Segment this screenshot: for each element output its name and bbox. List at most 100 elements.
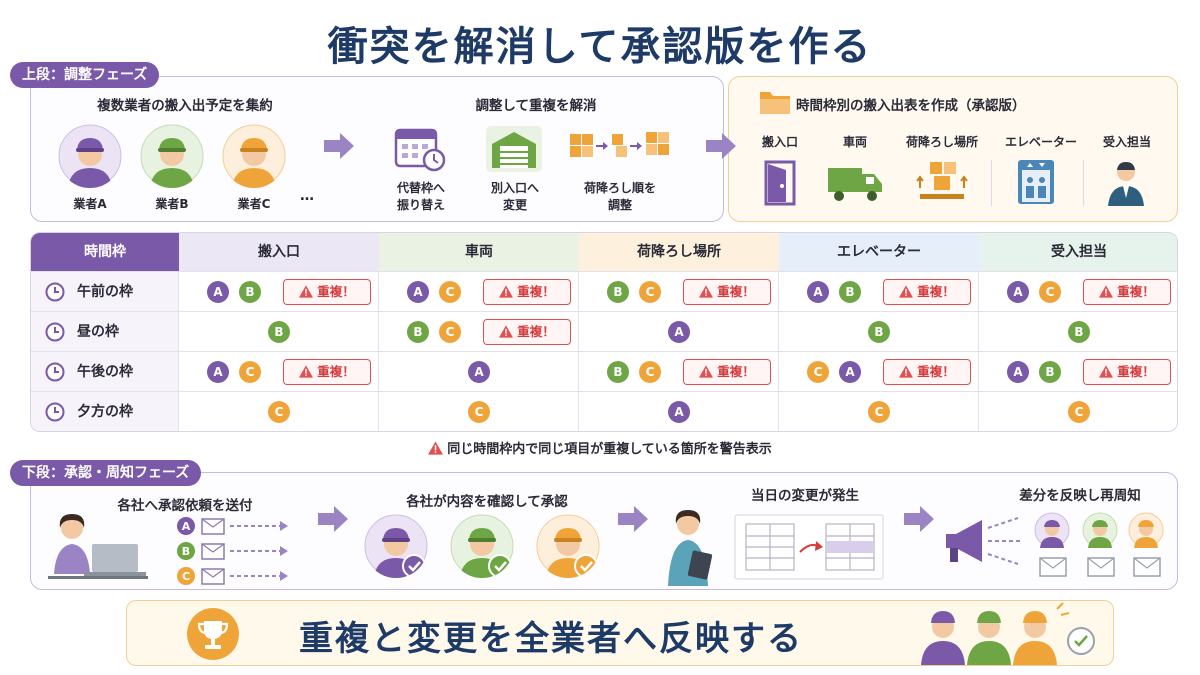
vendor-b-approved-avatar bbox=[450, 514, 514, 578]
flow-arrow-icon bbox=[318, 506, 348, 532]
warning-triangle-icon bbox=[499, 325, 514, 338]
vendor-badge: C bbox=[268, 401, 290, 423]
vendor-b-avatar bbox=[140, 124, 204, 188]
warning-triangle-icon bbox=[428, 441, 444, 455]
worker-green-icon bbox=[140, 124, 204, 188]
vendor-badge: C bbox=[639, 281, 661, 303]
output-item-elevator-label: エレベーター bbox=[1004, 135, 1077, 149]
duplicate-warning-badge: 重複！ bbox=[883, 279, 971, 305]
step-change-title: 当日の変更が発生 bbox=[751, 488, 859, 504]
calendar-clock-icon bbox=[392, 124, 448, 174]
warning-triangle-icon bbox=[1099, 365, 1114, 378]
table-cell: B bbox=[979, 312, 1177, 352]
table-cell: C bbox=[979, 392, 1177, 431]
duplicate-warning-badge: 重複！ bbox=[483, 279, 571, 305]
output-divider bbox=[1083, 160, 1084, 206]
megaphone-icon bbox=[942, 514, 1026, 570]
warning-note: 同じ時間枠内で同じ項目が重複している箇所を警告表示 bbox=[0, 438, 1200, 457]
vendor-a-small-icon bbox=[1034, 512, 1070, 548]
boxes-reorder-icon bbox=[568, 128, 672, 168]
vendor-badge: B bbox=[607, 281, 629, 303]
clock-icon bbox=[45, 282, 65, 302]
vendor-c-label: 業者C bbox=[237, 197, 271, 211]
vendor-c-small-icon bbox=[1128, 512, 1164, 548]
duplicate-warning-badge: 重複！ bbox=[683, 279, 771, 305]
warning-triangle-icon bbox=[299, 365, 314, 378]
envelope-icon bbox=[1038, 556, 1166, 578]
adjust-title: 調整して重複を解消 bbox=[475, 98, 597, 114]
table-cell: C bbox=[779, 392, 979, 431]
banner-message: 重複と変更を全業者へ反映する bbox=[299, 619, 803, 659]
warning-triangle-icon bbox=[699, 285, 714, 298]
vendor-b-small-icon bbox=[1082, 512, 1118, 548]
table-cell: A bbox=[579, 312, 779, 352]
vendor-badge: A bbox=[668, 321, 690, 343]
time-slot-label: 夕方の枠 bbox=[31, 392, 179, 431]
flow-arrow-icon bbox=[618, 506, 648, 532]
vendor-a-label: 業者A bbox=[73, 197, 107, 211]
warning-triangle-icon bbox=[1099, 285, 1114, 298]
vendor-badge: A bbox=[207, 361, 229, 383]
duplicate-warning-badge: 重複！ bbox=[683, 359, 771, 385]
vendor-badge: A bbox=[207, 281, 229, 303]
warehouse-gate-icon bbox=[484, 124, 544, 174]
vendor-badge: B bbox=[239, 281, 261, 303]
vendor-badge: A bbox=[407, 281, 429, 303]
step-send-request-title: 各社へ承認依頼を送付 bbox=[117, 498, 253, 514]
duplicate-warning-badge: 重複！ bbox=[283, 359, 371, 385]
vendor-badge: B bbox=[407, 321, 429, 343]
output-item-unloading-label: 荷降ろし場所 bbox=[905, 135, 978, 149]
clock-icon bbox=[45, 362, 65, 382]
vendor-badge: B bbox=[1039, 361, 1061, 383]
output-item-receiver-label: 受入担当 bbox=[1102, 135, 1151, 149]
duplicate-warning-badge: 重複！ bbox=[1083, 279, 1171, 305]
vendor-badge: C bbox=[439, 321, 461, 343]
vendor-badge: A bbox=[1007, 361, 1029, 383]
table-cell: B bbox=[779, 312, 979, 352]
truck-icon bbox=[826, 162, 884, 204]
gather-title: 複数業者の搬入出予定を集約 bbox=[97, 98, 273, 114]
step-approve-title: 各社が内容を確認して承認 bbox=[406, 494, 568, 510]
vendor-badge: B bbox=[839, 281, 861, 303]
vendor-badge: C bbox=[439, 281, 461, 303]
table-cell: C bbox=[179, 392, 379, 431]
flow-arrow-icon bbox=[324, 133, 354, 159]
vendor-badge: B bbox=[268, 321, 290, 343]
warning-triangle-icon bbox=[499, 285, 514, 298]
output-item-vehicle-label: 車両 bbox=[842, 135, 867, 149]
output-title: 時間枠別の搬入出表を作成（承認版） bbox=[796, 98, 1026, 114]
svg-text:C: C bbox=[182, 570, 190, 583]
duplicate-warning-badge: 重複！ bbox=[483, 319, 571, 345]
vendor-badge: A bbox=[807, 281, 829, 303]
more-vendors-ellipsis: … bbox=[300, 188, 314, 204]
vendor-badge: C bbox=[239, 361, 261, 383]
worker-orange-check-icon bbox=[536, 514, 600, 578]
vendor-a-avatar bbox=[58, 124, 122, 188]
table-cell: A bbox=[579, 392, 779, 431]
duplicate-warning-badge: 重複！ bbox=[1083, 359, 1171, 385]
svg-text:A: A bbox=[182, 520, 191, 533]
output-divider bbox=[991, 160, 992, 206]
bottom-banner: 重複と変更を全業者へ反映する bbox=[126, 600, 1114, 666]
table-cell: A bbox=[379, 352, 579, 392]
vendor-badge: A bbox=[468, 361, 490, 383]
vendor-badge: A bbox=[839, 361, 861, 383]
lower-phase-tag: 下段：承認・周知フェーズ bbox=[10, 460, 202, 486]
vendor-badge: A bbox=[1007, 281, 1029, 303]
duplicate-warning-badge: 重複！ bbox=[883, 359, 971, 385]
duplicate-warning-badge: 重複！ bbox=[283, 279, 371, 305]
warning-triangle-icon bbox=[899, 285, 914, 298]
table-cell: B bbox=[179, 312, 379, 352]
output-item-entrance-label: 搬入口 bbox=[761, 135, 798, 149]
